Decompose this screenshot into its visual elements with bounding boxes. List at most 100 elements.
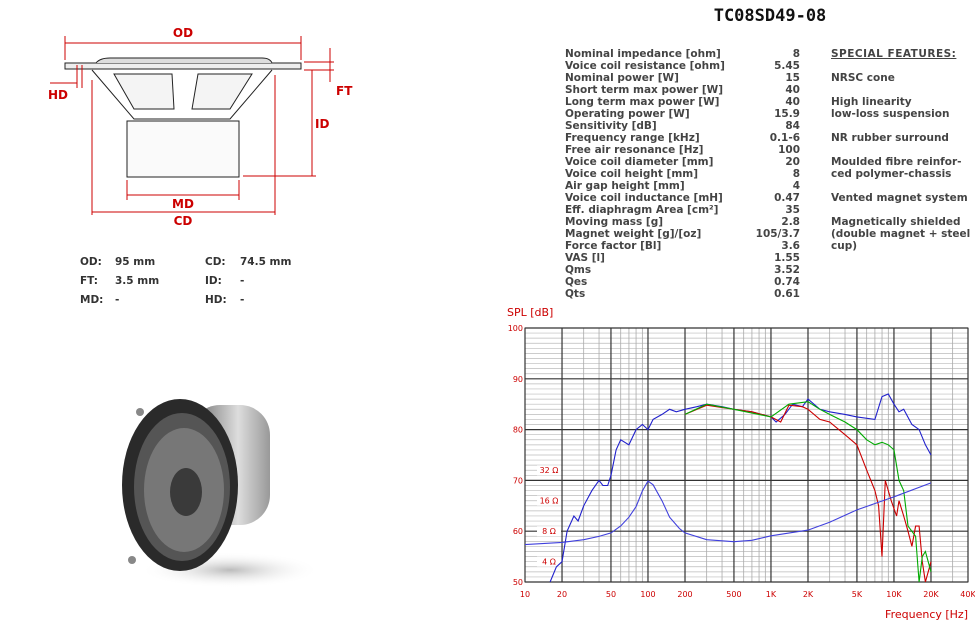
spec-value: 15.9 [774, 108, 800, 120]
spec-label: Free air resonance [Hz] [565, 144, 704, 156]
dim-key: HD: [205, 293, 227, 306]
spec-row: Air gap height [mm] 4 [565, 180, 800, 192]
impedance-label: 32 Ω [540, 466, 559, 475]
spec-row: Voice coil inductance [mH]0.47 [565, 192, 800, 204]
spec-value: 100 [778, 144, 800, 156]
x-tick-label: 5K [852, 590, 863, 599]
spec-label: Qts [565, 288, 586, 300]
x-tick-label: 1K [766, 590, 777, 599]
feature-line: NRSC cone [831, 72, 895, 84]
impedance-label-bg [537, 465, 561, 476]
impedance-label-bg [537, 526, 561, 537]
spec-row: Nominal impedance [ohm] 8 [565, 48, 800, 60]
spec-value: 0.1-6 [769, 132, 800, 144]
dim-value: 3.5 mm [115, 274, 160, 287]
feature-item: NRSC cone [831, 72, 980, 84]
x-tick-label: 10 [520, 590, 530, 599]
product-image [122, 399, 320, 588]
impedance-label: 8 Ω [542, 527, 556, 536]
spec-value: 0.74 [774, 276, 800, 288]
spec-label: Qes [565, 276, 588, 288]
spec-value: 15 [785, 72, 800, 84]
spec-value: 35 [785, 204, 800, 216]
spec-label: Operating power [W] [565, 108, 690, 120]
feature-item: NR rubber surround [831, 132, 980, 144]
spec-row: Sensitivity [dB]84 [565, 120, 800, 132]
y-tick-label: 80 [513, 426, 523, 435]
spec-value: 84 [785, 120, 800, 132]
spec-row: Qes 0.74 [565, 276, 800, 288]
y-tick-label: 90 [513, 375, 523, 384]
spec-row: Voice coil height [mm]8 [565, 168, 800, 180]
md-label: MD [172, 197, 194, 211]
impedance-label: 16 Ω [540, 497, 559, 506]
feature-line: Vented magnet system [831, 192, 968, 204]
model-title: TC08SD49-08 [713, 6, 827, 26]
spec-row: Nominal power [W] 15 [565, 72, 800, 84]
x-tick-label: 20 [557, 590, 567, 599]
spec-row: Voice coil diameter [mm] 20 [565, 156, 800, 168]
impedance-label-bg [537, 495, 561, 506]
spec-label: Long term max power [W] [565, 96, 720, 108]
dim-key: FT: [80, 274, 98, 287]
series-spl-60- [684, 404, 932, 582]
series-spl-30- [684, 401, 932, 582]
feature-line: (double magnet + steel [831, 228, 971, 240]
spec-label: Nominal power [W] [565, 72, 679, 84]
spec-label: Short term max power [W] [565, 84, 724, 96]
feature-line: NR rubber surround [831, 132, 949, 144]
dim-key: CD: [205, 255, 226, 268]
spec-value: 8 [792, 48, 800, 60]
feature-item: Moulded fibre reinfor-ced polymer-chassi… [831, 156, 980, 180]
spec-row: Eff. diaphragm Area [cm²]35 [565, 204, 800, 216]
spec-value: 3.6 [781, 240, 800, 252]
spec-label: Qms [565, 264, 592, 276]
spec-row: Free air resonance [Hz] 100 [565, 144, 800, 156]
dim-key: ID: [205, 274, 222, 287]
cd-label: CD [174, 214, 193, 228]
series-impedance [525, 480, 932, 546]
feature-line: Moulded fibre reinfor- [831, 156, 962, 168]
spec-value: 40 [785, 96, 800, 108]
spec-label: Voice coil resistance [ohm] [565, 60, 725, 72]
spec-row: Voice coil resistance [ohm]5.45 [565, 60, 800, 72]
spec-value: 4 [792, 180, 800, 192]
spec-label: Voice coil inductance [mH] [565, 192, 723, 204]
spec-label: Moving mass [g] [565, 216, 664, 228]
x-tick-label: 50 [606, 590, 616, 599]
spec-row: Frequency range [kHz] 0.1-6 [565, 132, 800, 144]
spec-label: Air gap height [mm] [565, 180, 685, 192]
y-axis-label: SPL [dB] [507, 306, 553, 319]
feature-line: low-loss suspension [831, 108, 950, 120]
dim-value: 95 mm [115, 255, 156, 268]
spec-label: Voice coil height [mm] [565, 168, 698, 180]
dimension-row: MD:-HD:- [80, 290, 330, 309]
feature-item: Magnetically shielded(double magnet + st… [831, 216, 980, 252]
features-heading: SPECIAL FEATURES: [831, 48, 957, 60]
spec-label: Frequency range [kHz] [565, 132, 700, 144]
spec-label: Nominal impedance [ohm] [565, 48, 721, 60]
x-tick-label: 500 [726, 590, 741, 599]
dim-value: - [240, 293, 245, 306]
spec-row: Long term max power [W] 40 [565, 96, 800, 108]
spec-label: Force factor [Bl] [565, 240, 662, 252]
spec-label: Voice coil diameter [mm] [565, 156, 714, 168]
feature-line: ced polymer-chassis [831, 168, 952, 180]
impedance-label-bg [537, 556, 561, 567]
od-label: OD [173, 26, 193, 40]
x-tick-label: 40K [960, 590, 975, 599]
dim-value: 74.5 mm [240, 255, 292, 268]
ft-label: FT [336, 84, 353, 98]
spec-value: 40 [785, 84, 800, 96]
spec-value: 20 [785, 156, 800, 168]
spec-row: Magnet weight [g]/[oz]105/3.7 [565, 228, 800, 240]
x-tick-label: 2K [803, 590, 814, 599]
dim-value: - [240, 274, 245, 287]
